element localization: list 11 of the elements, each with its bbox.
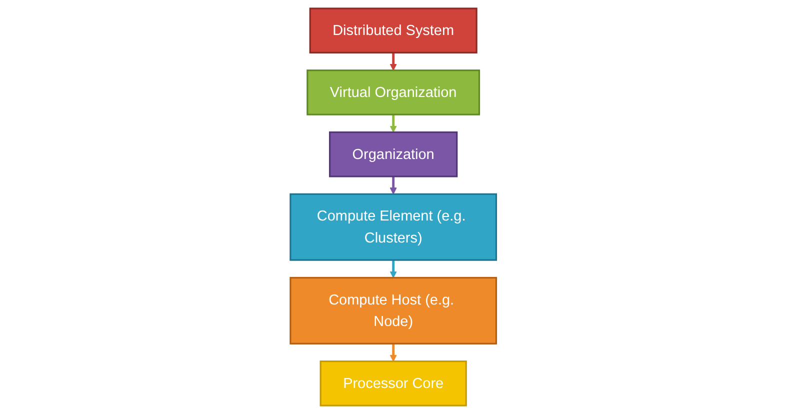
node-box: Virtual Organization: [306, 70, 480, 116]
arrow: [390, 114, 398, 133]
node-box: Distributed System: [309, 8, 478, 54]
arrow: [390, 52, 398, 71]
node-box: Compute Host (e.g. Node): [290, 276, 498, 344]
arrow: [390, 176, 398, 194]
arrow: [390, 260, 398, 278]
arrow: [390, 344, 398, 362]
node-box: Processor Core: [320, 360, 468, 406]
node-box: Organization: [329, 131, 458, 178]
node-box: Compute Element (e.g. Clusters): [290, 193, 498, 261]
